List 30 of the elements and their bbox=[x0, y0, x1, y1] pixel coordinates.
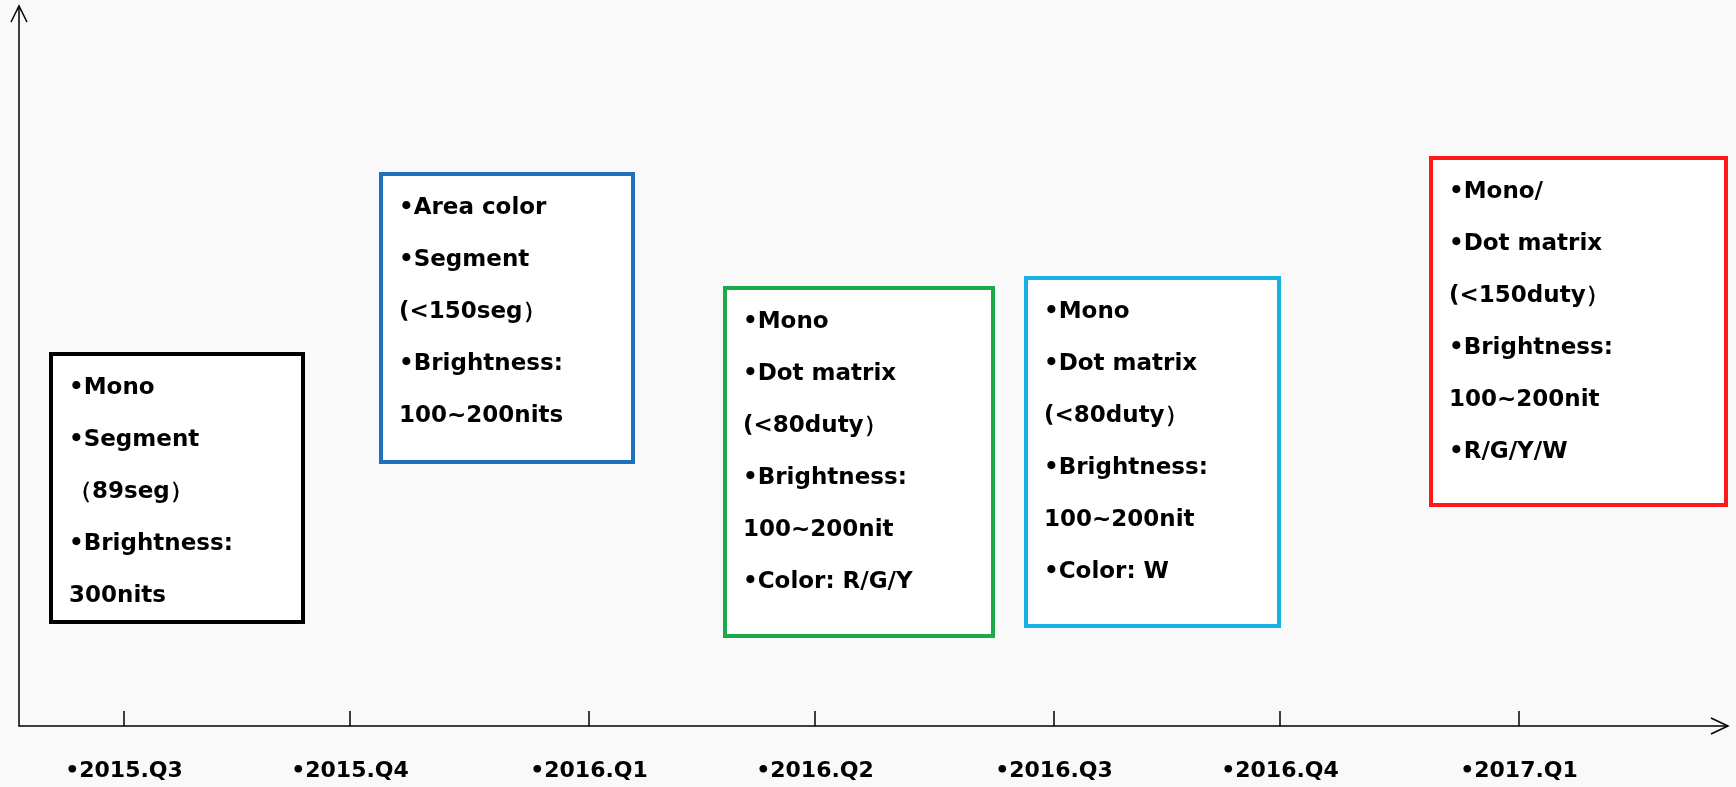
spec-item: •Area color bbox=[399, 192, 548, 221]
spec-item: •Mono/ bbox=[1449, 176, 1544, 205]
spec-item: •R/G/Y/W bbox=[1449, 436, 1569, 465]
spec-box bbox=[49, 352, 305, 624]
spec-box bbox=[723, 286, 995, 638]
spec-item: •Brightness: 300nits bbox=[69, 528, 234, 609]
spec-item: •Brightness: 100~200nits bbox=[399, 348, 565, 429]
spec-item: •Mono bbox=[743, 306, 830, 335]
spec-item: •Brightness: 100~200nit bbox=[1044, 452, 1209, 533]
spec-item: •Color: R/G/Y bbox=[743, 566, 914, 595]
quarter-label: •2016.Q1 bbox=[530, 757, 648, 782]
quarter-label: •2015.Q3 bbox=[65, 757, 183, 782]
spec-item: •Segment （89seg） bbox=[69, 424, 201, 505]
spec-item: •Dot matrix (<80duty） bbox=[1044, 348, 1199, 429]
spec-item: •Mono bbox=[1044, 296, 1131, 325]
spec-item: •Mono bbox=[69, 372, 156, 401]
quarter-label: •2015.Q4 bbox=[291, 757, 409, 782]
spec-item: •Brightness: 100~200nit bbox=[743, 462, 908, 543]
spec-box bbox=[1429, 156, 1728, 507]
quarter-label: •2016.Q4 bbox=[1221, 757, 1339, 782]
spec-item: •Dot matrix (<80duty） bbox=[743, 358, 898, 439]
spec-item: •Color: W bbox=[1044, 556, 1170, 585]
quarter-label: •2016.Q2 bbox=[756, 757, 874, 782]
quarter-label: •2016.Q3 bbox=[995, 757, 1113, 782]
spec-item: •Dot matrix (<150duty） bbox=[1449, 228, 1610, 309]
spec-item: •Segment (<150seg） bbox=[399, 244, 547, 325]
spec-item: •Brightness: 100~200nit bbox=[1449, 332, 1614, 413]
spec-box bbox=[379, 172, 635, 464]
spec-box bbox=[1024, 276, 1281, 628]
quarter-label: •2017.Q1 bbox=[1460, 757, 1578, 782]
